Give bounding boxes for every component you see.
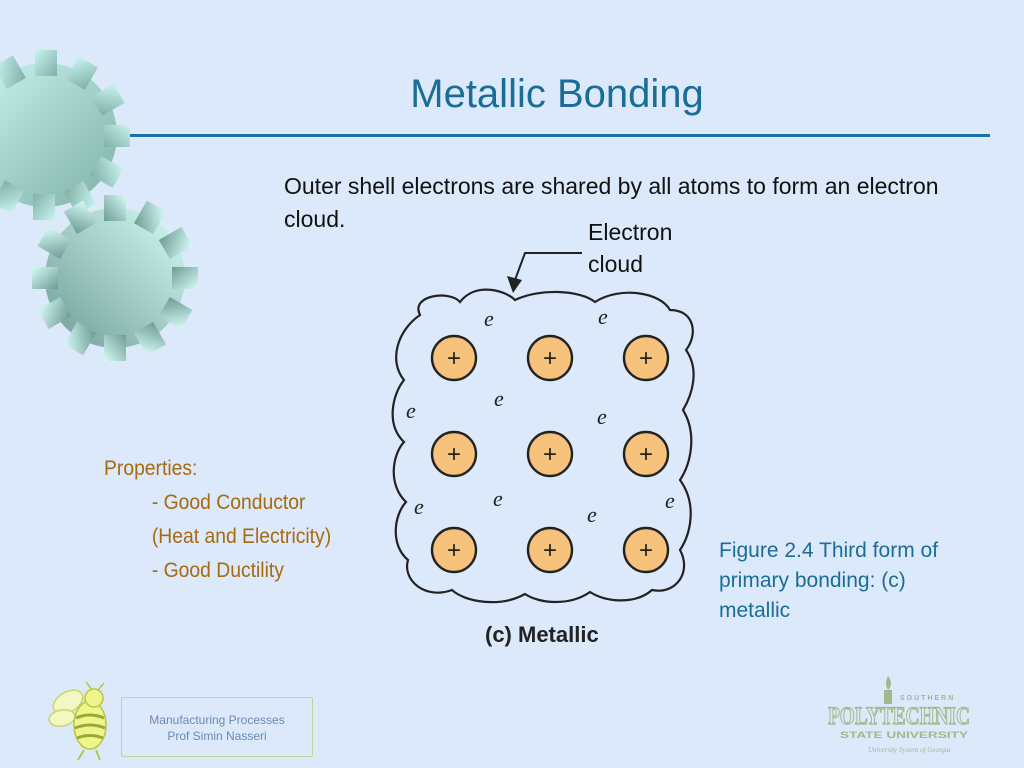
professor-name: Prof Simin Nasseri (167, 729, 267, 743)
ion-charge: + (447, 441, 461, 468)
ion-charge: + (543, 441, 557, 468)
gears-decoration (0, 50, 198, 361)
pointer-line (514, 252, 582, 281)
gear-icon (0, 50, 130, 220)
ion-circle (526, 526, 574, 574)
electron-cloud-label: cloud (588, 251, 643, 277)
ion-charge: + (447, 537, 461, 564)
electron: e (598, 304, 608, 329)
logo-tagline: University System of Georgia (868, 746, 951, 754)
bee-mascot-icon (48, 681, 107, 761)
ion-grid: + + + + + + + + + (430, 334, 670, 574)
ion-circle (622, 334, 670, 382)
arrow-head-icon (507, 276, 522, 293)
positive-ion: + (622, 526, 670, 574)
properties-heading: Properties: (104, 457, 198, 480)
electron: e (493, 486, 503, 511)
ion-charge: + (543, 537, 557, 564)
course-name: Manufacturing Processes (149, 713, 285, 727)
electron-cloud-label: Electron (588, 219, 672, 245)
positive-ion: + (430, 334, 478, 382)
ion-charge: + (639, 441, 653, 468)
positive-ion: + (622, 334, 670, 382)
logo-top-text: SOUTHERN (900, 695, 955, 702)
electron: e (494, 386, 504, 411)
diagram-subtitle: (c) Metallic (485, 622, 599, 647)
electron: e (597, 404, 607, 429)
properties-list: Properties: - Good Conductor (Heat and E… (104, 452, 371, 588)
logo-sub-text: STATE UNIVERSITY (840, 730, 968, 740)
logo-main-text: POLYTECHNIC (828, 703, 970, 730)
electron: e (484, 306, 494, 331)
electron: e (406, 398, 416, 423)
property-item: - Good Ductility (151, 559, 284, 582)
ion-circle (622, 526, 670, 574)
slide-title: Metallic Bonding (410, 72, 704, 116)
ion-circle (526, 334, 574, 382)
property-item: - Good Conductor (151, 491, 306, 514)
positive-ion: + (622, 430, 670, 478)
gear-icon (32, 195, 198, 361)
positive-ion: + (526, 430, 574, 478)
ion-charge: + (543, 345, 557, 372)
title-divider (130, 134, 990, 137)
positive-ion: + (430, 526, 478, 574)
positive-ion: + (526, 526, 574, 574)
ion-charge: + (447, 345, 461, 372)
electron: e (414, 494, 424, 519)
positive-ion: + (430, 430, 478, 478)
ion-circle (526, 430, 574, 478)
university-logo: SOUTHERN POLYTECHNIC STATE UNIVERSITY Un… (828, 676, 971, 754)
ion-charge: + (639, 345, 653, 372)
figure-caption: Figure 2.4 Third form of primary bonding… (719, 539, 939, 622)
electron: e (587, 502, 597, 527)
ion-circle (430, 430, 478, 478)
property-item: (Heat and Electricity) (151, 525, 332, 548)
ion-charge: + (639, 537, 653, 564)
intro-text: Outer shell electrons are shared by all … (284, 173, 939, 232)
ion-circle (430, 334, 478, 382)
footer-credit: Manufacturing Processes Prof Simin Nasse… (121, 697, 313, 757)
flame-icon (886, 676, 891, 690)
electron-cloud-outline (391, 288, 695, 604)
ion-circle (622, 430, 670, 478)
electron: e (665, 488, 675, 513)
electrons: e e e e e e e e e (406, 304, 675, 527)
positive-ion: + (526, 334, 574, 382)
metallic-bonding-diagram: Electron cloud + + + + + + + + + e e e e e e e e… (391, 219, 695, 647)
ion-circle (430, 526, 478, 574)
